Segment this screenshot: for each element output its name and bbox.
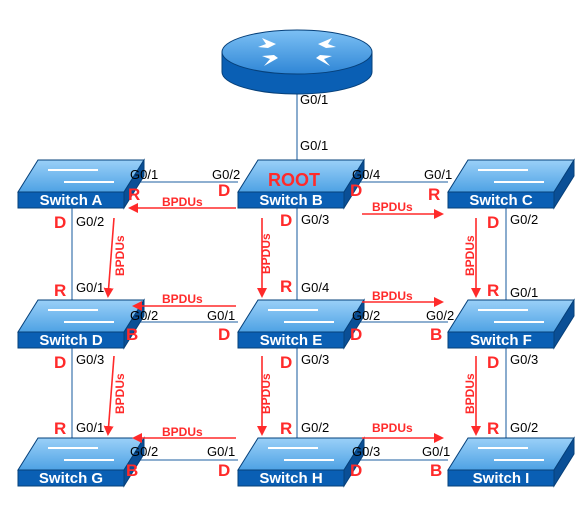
port-c-f: G0/2 — [510, 212, 538, 227]
role-d-e: B — [126, 325, 138, 344]
port-b-a: G0/2 — [212, 167, 240, 182]
role-a-d: D — [54, 213, 66, 232]
switch-h-label: Switch H — [259, 470, 322, 487]
port-d-g: G0/3 — [76, 352, 104, 367]
role-f-c: R — [487, 281, 499, 300]
role-e-b: R — [280, 277, 292, 296]
port-d-e: G0/2 — [130, 308, 158, 323]
role-h-i: D — [350, 461, 362, 480]
role-c-f: D — [487, 213, 499, 232]
switch-i[interactable]: Switch I — [447, 436, 575, 488]
role-f-i: D — [487, 353, 499, 372]
role-h-e: R — [280, 419, 292, 438]
switch-b[interactable]: ROOT Switch B — [237, 158, 365, 210]
port-f-c: G0/1 — [510, 285, 538, 300]
bpdu-label-h-i: BPDUs — [372, 421, 413, 435]
bpdu-arrow-d-g — [103, 355, 115, 436]
role-d-a: R — [54, 281, 66, 300]
bpdu-label-b-e: BPDUs — [259, 233, 273, 274]
role-i-h: B — [430, 461, 442, 480]
port-f-i: G0/3 — [510, 352, 538, 367]
bpdu-label-f-i: BPDUs — [463, 373, 477, 414]
links — [71, 90, 507, 461]
bpdu-label-a-d: BPDUs — [113, 235, 127, 276]
bpdu-label-b-c: BPDUs — [372, 200, 413, 214]
bpdu-label-e-h: BPDUs — [259, 373, 273, 414]
bpdu-label-h-g: BPDUs — [162, 425, 203, 439]
port-b-router: G0/1 — [300, 138, 328, 153]
switch-f-label: Switch F — [470, 332, 532, 349]
role-b-a: D — [218, 181, 230, 200]
port-labels: G0/1 G0/1 G0/1 G0/2 G0/4 G0/1 G0/2 G0/1 … — [76, 92, 538, 459]
role-a-b: R — [128, 185, 140, 204]
bpdu-arrow-a-d — [103, 217, 115, 298]
port-b-c: G0/4 — [352, 167, 380, 182]
role-e-f: D — [350, 325, 362, 344]
port-c-b: G0/1 — [424, 167, 452, 182]
role-e-d: D — [218, 325, 230, 344]
port-roles: R D D R D R D R D R B D D B D R D R D R … — [54, 181, 499, 480]
port-a-d: G0/2 — [76, 214, 104, 229]
port-router-b-top: G0/1 — [300, 92, 328, 107]
port-e-h: G0/3 — [301, 352, 329, 367]
role-f-e: B — [430, 325, 442, 344]
switch-c[interactable]: Switch C — [447, 158, 575, 210]
role-g-h: B — [126, 461, 138, 480]
switch-g-label: Switch G — [39, 470, 103, 487]
switch-d-label: Switch D — [39, 332, 103, 349]
port-g-h: G0/2 — [130, 444, 158, 459]
port-e-f: G0/2 — [352, 308, 380, 323]
role-d-g: D — [54, 353, 66, 372]
role-g-d: R — [54, 419, 66, 438]
bpdu-label-e-d: BPDUs — [162, 292, 203, 306]
switch-c-label: Switch C — [469, 192, 533, 209]
root-label: ROOT — [268, 170, 320, 190]
port-f-e: G0/2 — [426, 308, 454, 323]
switch-i-label: Switch I — [473, 470, 530, 487]
port-b-e: G0/3 — [301, 212, 329, 227]
bpdu-labels: BPDUs BPDUs BPDUs BPDUs BPDUs BPDUs BPDU… — [113, 195, 477, 439]
switch-a-label: Switch A — [40, 192, 103, 209]
role-c-b: R — [428, 185, 440, 204]
switch-e[interactable]: Switch E — [237, 298, 365, 350]
bpdu-label-c-f: BPDUs — [463, 235, 477, 276]
role-i-f: R — [487, 419, 499, 438]
bpdu-arrows — [103, 203, 481, 443]
port-h-i: G0/3 — [352, 444, 380, 459]
router-icon[interactable] — [221, 29, 373, 95]
bpdu-label-d-g: BPDUs — [113, 373, 127, 414]
port-h-g: G0/1 — [207, 444, 235, 459]
port-i-f: G0/2 — [510, 420, 538, 435]
bpdu-label-e-f: BPDUs — [372, 289, 413, 303]
port-i-h: G0/1 — [422, 444, 450, 459]
port-a-b: G0/1 — [130, 167, 158, 182]
switch-h[interactable]: Switch H — [237, 436, 365, 488]
role-e-h: D — [280, 353, 292, 372]
switch-b-label: Switch B — [259, 192, 323, 209]
role-h-g: D — [218, 461, 230, 480]
role-b-c: D — [350, 181, 362, 200]
port-h-e: G0/2 — [301, 420, 329, 435]
port-e-b: G0/4 — [301, 280, 329, 295]
port-g-d: G0/1 — [76, 420, 104, 435]
switch-g[interactable]: Switch G — [17, 436, 145, 488]
port-d-a: G0/1 — [76, 280, 104, 295]
switch-e-label: Switch E — [260, 332, 323, 349]
role-b-e: D — [280, 211, 292, 230]
bpdu-label-b-a: BPDUs — [162, 195, 203, 209]
switch-d[interactable]: Switch D — [17, 298, 145, 350]
switch-f[interactable]: Switch F — [447, 298, 575, 350]
switch-a[interactable]: Switch A — [17, 158, 145, 210]
port-e-d: G0/1 — [207, 308, 235, 323]
